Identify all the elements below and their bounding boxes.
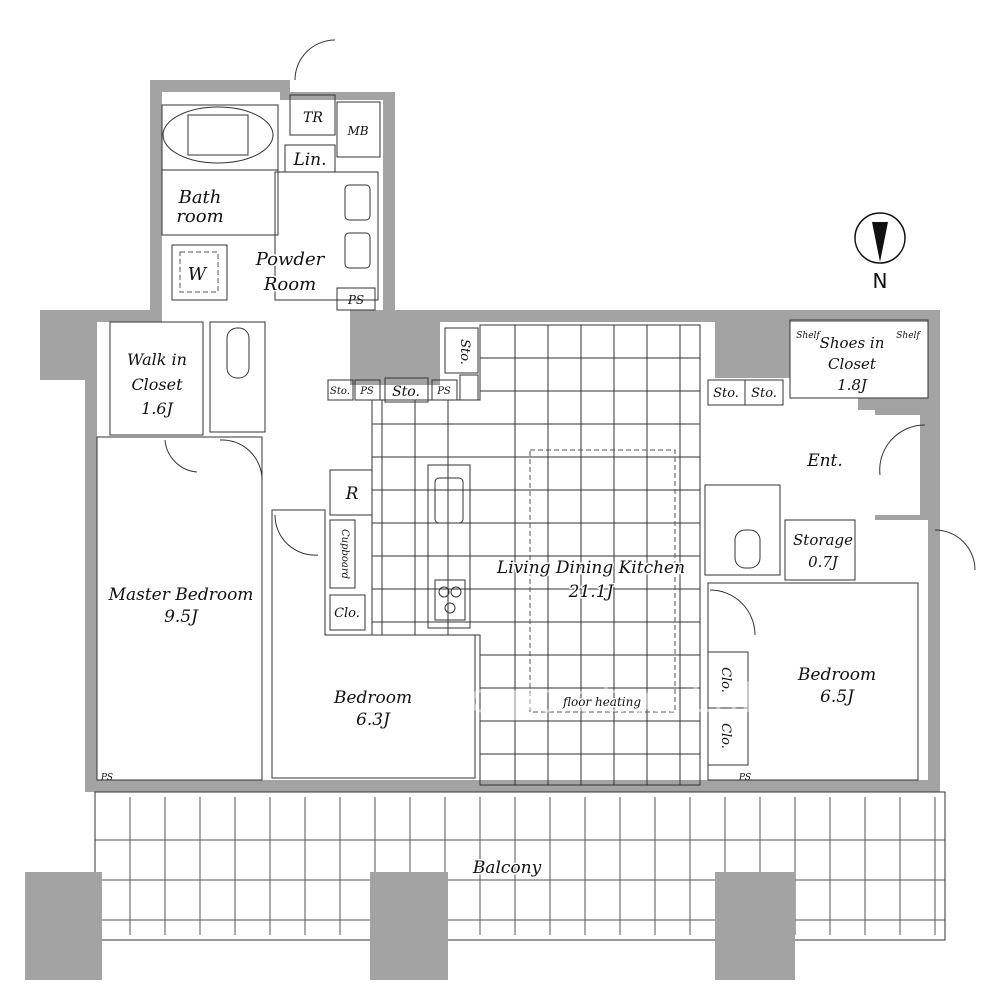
bedroom-3-size: 6.5J: [820, 687, 855, 707]
trunk-room: [289, 94, 336, 136]
storage-hall-2: [384, 377, 429, 403]
pipe-space: [354, 379, 381, 401]
powder-label-2: Room: [263, 274, 316, 295]
ps-label: PS: [738, 773, 751, 783]
ldk-label: Living Dining Kitchen: [496, 558, 685, 578]
kitchen-counter: [427, 464, 471, 629]
linen-label: Lin.: [292, 150, 326, 170]
pipe-space: [431, 379, 458, 401]
sto-label: Sto.: [713, 386, 739, 401]
sink-icon: [344, 184, 371, 221]
storage-label: Storage: [793, 531, 853, 549]
bedroom-2-size: 6.3J: [356, 710, 391, 730]
ldk-size: 21.1J: [568, 582, 615, 602]
master-bedroom-size: 9.5J: [164, 607, 199, 627]
washer-space: [171, 244, 228, 301]
pillar: [715, 872, 795, 980]
storage-room: [784, 519, 856, 581]
tr-label: TR: [303, 110, 323, 126]
toilet-icon: [226, 327, 250, 379]
ps-label: PS: [100, 773, 113, 783]
floor-heating-label: floor heating: [562, 695, 641, 709]
kitchen-sink-icon: [434, 477, 464, 524]
storage-size: 0.7J: [808, 553, 839, 571]
pillar: [370, 872, 448, 980]
bedroom-2-label: Bedroom: [333, 688, 412, 708]
sink-icon: [344, 232, 371, 269]
storage-hall: [327, 379, 354, 401]
walk-in-closet: [109, 321, 204, 436]
linen-closet: [284, 144, 336, 173]
bedroom-3-label: Bedroom: [797, 665, 876, 685]
washer-label: W: [188, 264, 208, 285]
shaft-wall: [350, 310, 440, 385]
meter-box: [336, 101, 381, 158]
closet-bedroom-2: [329, 594, 366, 631]
ps-label: PS: [436, 386, 451, 397]
sto-label: Sto.: [457, 339, 472, 365]
ldk-floor-grid: [372, 325, 700, 785]
balcony-label: Balcony: [472, 858, 542, 878]
toilet-room: [209, 321, 266, 433]
master-bedroom-label: Master Bedroom: [108, 585, 254, 605]
toilet-room-2: [704, 484, 781, 576]
ps-label: PS: [359, 386, 374, 397]
sto-label: Sto.: [392, 384, 420, 400]
clo-label: Clo.: [334, 606, 360, 621]
storage-ldk: [444, 327, 479, 374]
sto-label: Sto.: [751, 386, 777, 401]
shelf-label: Shelf: [896, 331, 921, 341]
sto-label: Sto.: [330, 386, 350, 397]
bath-label: Bath: [178, 187, 222, 208]
compass-label: N: [873, 269, 888, 293]
entrance-door-icon: [879, 424, 926, 476]
entrance-label: Ent.: [806, 451, 843, 471]
shoes-closet-label-2: Closet: [828, 355, 877, 373]
cupboard: [329, 519, 356, 589]
watermark: Ken Corporation Ltd.: [354, 676, 766, 722]
powder-label: Powder: [255, 249, 326, 270]
refrigerator-label: R: [345, 484, 359, 504]
master-bedroom: [96, 436, 263, 781]
floor-heating-area: [529, 449, 676, 713]
toilet-icon: [734, 529, 761, 569]
shaft-wall: [715, 310, 790, 378]
pillar: [25, 872, 102, 980]
stove-icon: [434, 579, 466, 621]
wic-label-2: Closet: [131, 375, 183, 394]
shoes-in-closet: [789, 319, 929, 399]
clo-label: Clo.: [718, 667, 733, 693]
wic-label: Walk in: [127, 350, 187, 369]
shelf-label: Shelf: [796, 331, 821, 341]
mb-label: MB: [346, 124, 368, 138]
storage-small: [459, 374, 479, 401]
shoes-closet-size: 1.8J: [837, 376, 868, 394]
clo-label: Clo.: [718, 723, 733, 749]
north-compass: N: [854, 212, 906, 293]
ps-label: PS: [347, 293, 364, 307]
balcony: [94, 791, 946, 941]
wic-size: 1.6J: [141, 399, 174, 418]
bath-label-2: room: [176, 206, 223, 227]
north-arrow-icon: [872, 222, 888, 262]
cupboard-label: Cupboard: [339, 529, 350, 579]
shoes-closet-label: Shoes in: [820, 334, 885, 352]
pipe-space: [336, 287, 376, 311]
service-door-icon: [294, 39, 336, 81]
